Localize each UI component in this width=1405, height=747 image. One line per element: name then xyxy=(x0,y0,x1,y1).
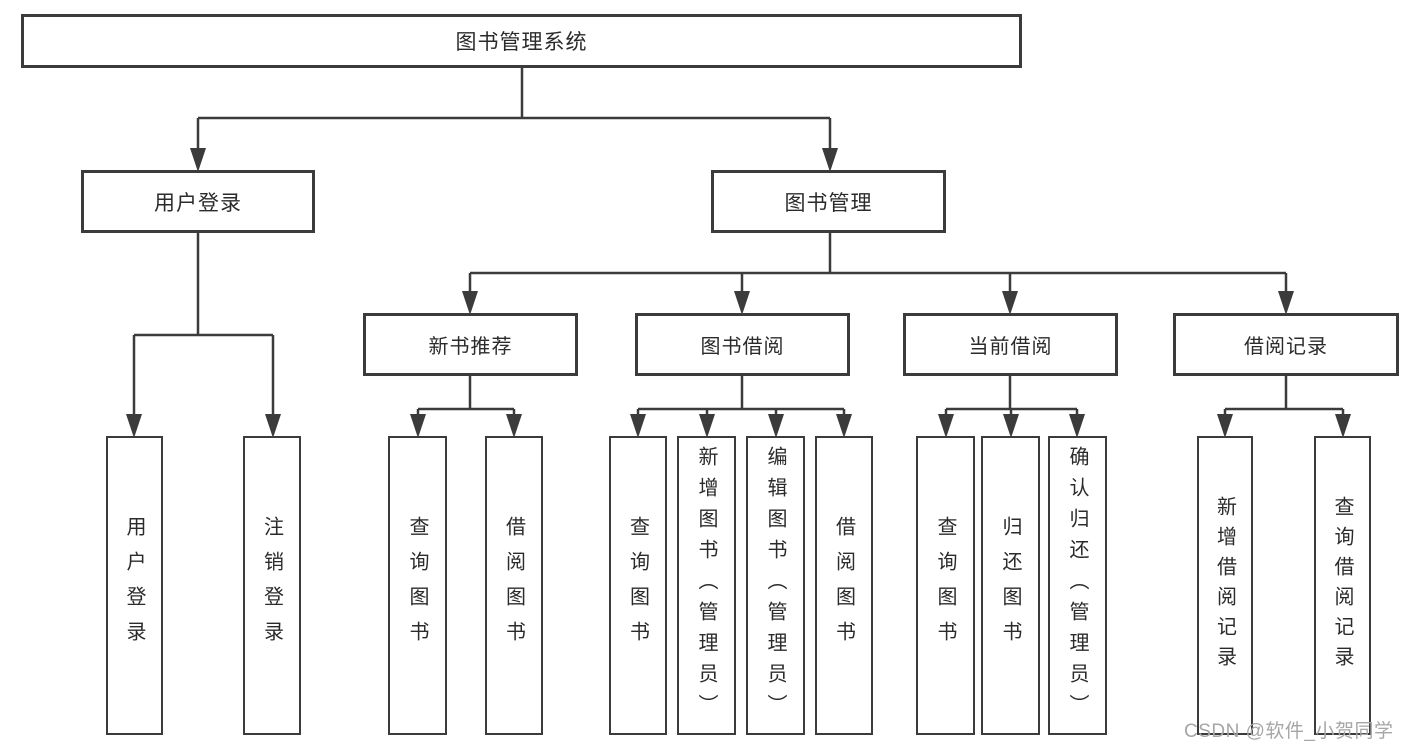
leaf-current-query-books: 查询图书 xyxy=(916,436,975,735)
node-book-borrow: 图书借阅 xyxy=(635,313,850,376)
leaf-logout: 注销登录 xyxy=(243,436,301,735)
arrowhead-icons xyxy=(126,148,1351,438)
node-user-login: 用户登录 xyxy=(81,170,315,233)
leaf-current-confirm-return-admin: 确认归还（管理员） xyxy=(1048,436,1107,735)
leaf-borrow-edit-books-admin: 编辑图书（管理员） xyxy=(746,436,805,735)
leaf-records-query: 查询借阅记录 xyxy=(1314,436,1371,735)
node-book-management: 图书管理 xyxy=(711,170,946,233)
csdn-watermark: CSDN @软件_小贺同学 xyxy=(1184,721,1394,742)
node-current-borrow: 当前借阅 xyxy=(903,313,1118,376)
node-new-book-recommend: 新书推荐 xyxy=(363,313,578,376)
leaf-records-add: 新增借阅记录 xyxy=(1197,436,1253,735)
leaf-recommend-query-books: 查询图书 xyxy=(388,436,447,735)
leaf-current-return-books: 归还图书 xyxy=(981,436,1040,735)
node-borrow-records: 借阅记录 xyxy=(1173,313,1399,376)
leaf-borrow-add-books-admin: 新增图书（管理员） xyxy=(677,436,736,735)
leaf-recommend-borrow-books: 借阅图书 xyxy=(485,436,543,735)
leaf-borrow-query-books: 查询图书 xyxy=(609,436,667,735)
leaf-borrow-borrow-books: 借阅图书 xyxy=(815,436,873,735)
node-root-system: 图书管理系统 xyxy=(21,14,1022,68)
leaf-user-login: 用户登录 xyxy=(106,436,163,735)
